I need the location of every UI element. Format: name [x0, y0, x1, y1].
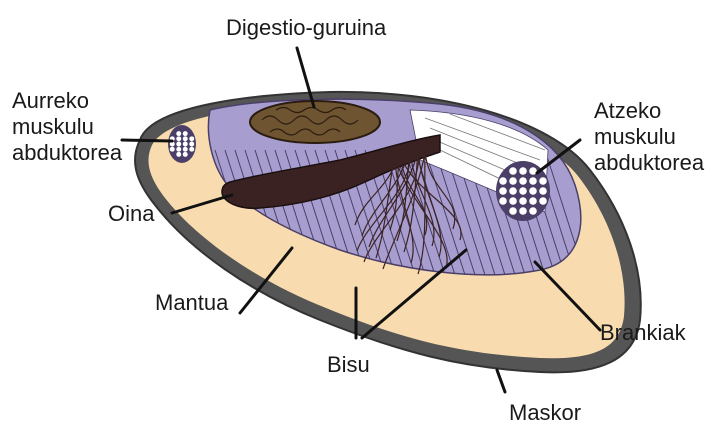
label-byssus: Bisu — [327, 352, 370, 378]
muscle-fiber-dot — [499, 187, 507, 195]
label-gills: Brankiak — [600, 320, 686, 346]
muscle-fiber-dot — [183, 136, 188, 141]
muscle-fiber-dot — [529, 177, 537, 185]
muscle-fiber-dot — [529, 207, 537, 215]
muscle-fiber-dot — [539, 187, 547, 195]
muscle-fiber-dot — [183, 152, 188, 157]
muscle-fiber-dot — [176, 152, 181, 157]
muscle-fiber-dot — [519, 177, 527, 185]
muscle-fiber-dot — [519, 167, 527, 175]
muscle-fiber-dot — [499, 197, 507, 205]
muscle-fiber-dot — [529, 187, 537, 195]
muscle-fiber-dot — [183, 147, 188, 152]
muscle-fiber-dot — [176, 136, 181, 141]
muscle-fiber-dot — [539, 197, 547, 205]
label-foot: Oina — [108, 201, 154, 227]
muscle-fiber-dot — [189, 147, 194, 152]
anterior-adductor-muscle — [168, 125, 196, 163]
label-line: abduktorea — [594, 150, 704, 176]
label-shell: Maskor — [509, 400, 581, 424]
label-line: muskulu — [12, 114, 122, 140]
muscle-fiber-dot — [183, 142, 188, 147]
muscle-fiber-dot — [519, 207, 527, 215]
label-mantle: Mantua — [155, 290, 228, 316]
muscle-fiber-dot — [189, 142, 194, 147]
muscle-fiber-dot — [519, 197, 527, 205]
muscle-fiber-dot — [539, 177, 547, 185]
label-line: Atzeko — [594, 98, 704, 124]
muscle-fiber-dot — [509, 167, 517, 175]
label-line: abduktorea — [12, 140, 122, 166]
muscle-fiber-dot — [509, 197, 517, 205]
label-digestive-gland: Digestio-guruina — [226, 15, 386, 41]
label-line: Aurreko — [12, 88, 122, 114]
muscle-fiber-dot — [176, 142, 181, 147]
muscle-fiber-dot — [509, 177, 517, 185]
muscle-fiber-dot — [529, 197, 537, 205]
muscle-fiber-dot — [499, 177, 507, 185]
label-anterior-adductor: Aurreko muskulu abduktorea — [12, 88, 122, 166]
label-posterior-adductor: Atzeko muskulu abduktorea — [594, 98, 704, 176]
muscle-fiber-dot — [176, 131, 181, 136]
muscle-fiber-dot — [176, 147, 181, 152]
muscle-fiber-dot — [170, 147, 175, 152]
muscle-fiber-dot — [183, 131, 188, 136]
muscle-fiber-dot — [509, 207, 517, 215]
label-line: muskulu — [594, 124, 704, 150]
muscle-fiber-dot — [519, 187, 527, 195]
muscle-fiber-dot — [509, 187, 517, 195]
muscle-fiber-dot — [189, 136, 194, 141]
